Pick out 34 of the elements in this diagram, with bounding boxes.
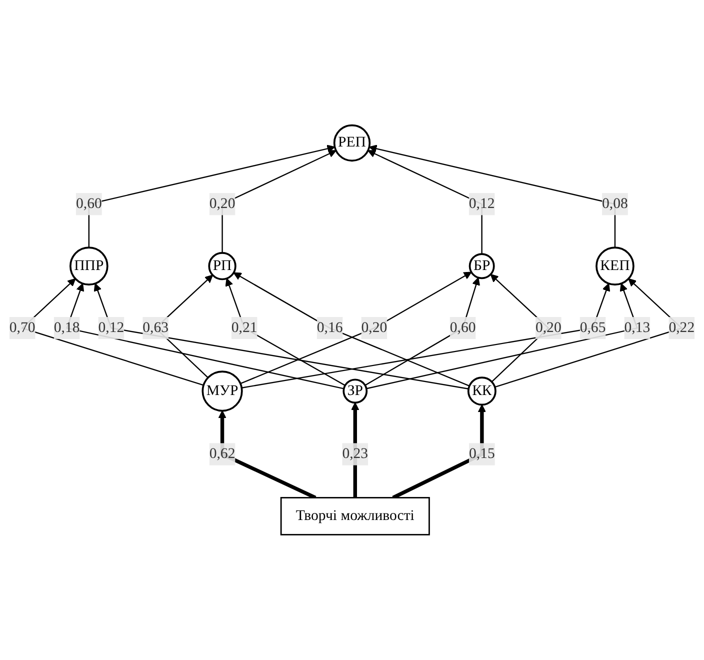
node-circle: КЕП — [596, 246, 634, 286]
edge-label: 0,23 — [342, 446, 368, 462]
arrow — [242, 283, 610, 388]
node-circle: ЗР — [342, 378, 368, 404]
edge-label: 0,20 — [361, 320, 388, 336]
arrow — [364, 277, 480, 386]
edge-label: 0,12 — [468, 196, 495, 212]
edge-label: 0,20 — [535, 320, 562, 336]
arrow — [94, 283, 469, 390]
node-circle: РП — [208, 252, 236, 280]
edge-label: 0,20 — [209, 196, 236, 212]
edge-label: 0,62 — [209, 446, 236, 462]
edge-label: 0,60 — [76, 196, 102, 212]
edge-label: 0,15 — [468, 446, 495, 462]
node-circle: ППР — [70, 246, 108, 286]
arrow — [368, 144, 616, 248]
edge-label: 0,21 — [231, 320, 258, 336]
node-circle: КК — [467, 376, 496, 406]
edge-label: 0,13 — [624, 320, 650, 336]
node-box: Творчі можливості — [280, 497, 430, 536]
edge-label: 0,65 — [580, 320, 606, 336]
node-circle: МУР — [202, 370, 243, 412]
arrow — [225, 278, 346, 386]
node-circle: БР — [468, 253, 495, 280]
edge-label: 0,18 — [54, 320, 80, 336]
edge-label: 0,16 — [316, 320, 343, 336]
edge-label: 0,22 — [668, 320, 695, 336]
edge-label: 0,70 — [9, 320, 36, 336]
edge-label: 0,60 — [450, 320, 476, 336]
arrow — [88, 144, 336, 248]
node-circle: РЕП — [333, 124, 371, 162]
edge-label: 0,12 — [98, 320, 124, 336]
edge-label: 0,63 — [142, 320, 169, 336]
edge-label: 0,08 — [602, 196, 628, 212]
